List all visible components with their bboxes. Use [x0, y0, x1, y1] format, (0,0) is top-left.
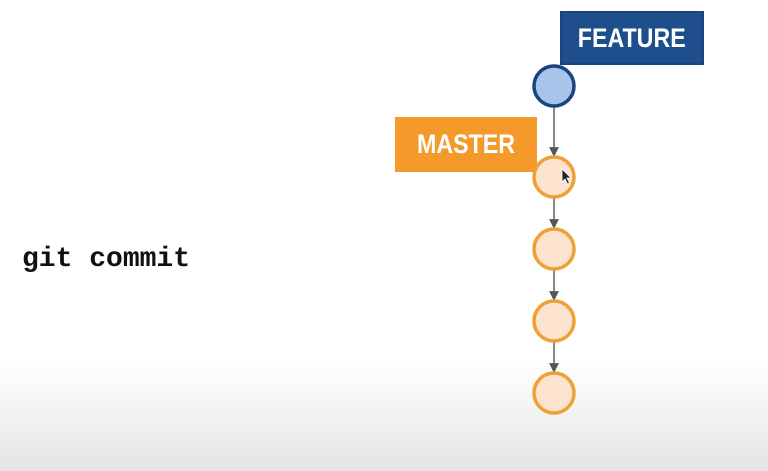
- master-commit-node: [532, 371, 576, 415]
- master-commit-node: [532, 299, 576, 343]
- command-text: git commit: [22, 244, 191, 275]
- master-branch-label: MASTER: [395, 117, 537, 172]
- master-commit-node: [532, 155, 576, 199]
- feature-branch-name: FEATURE: [578, 22, 686, 53]
- mouse-cursor-icon: [561, 168, 572, 185]
- feature-branch-label: FEATURE: [560, 11, 704, 65]
- feature-commit-node: [532, 64, 576, 108]
- master-branch-name: MASTER: [416, 129, 516, 159]
- master-commit-node: [532, 227, 576, 271]
